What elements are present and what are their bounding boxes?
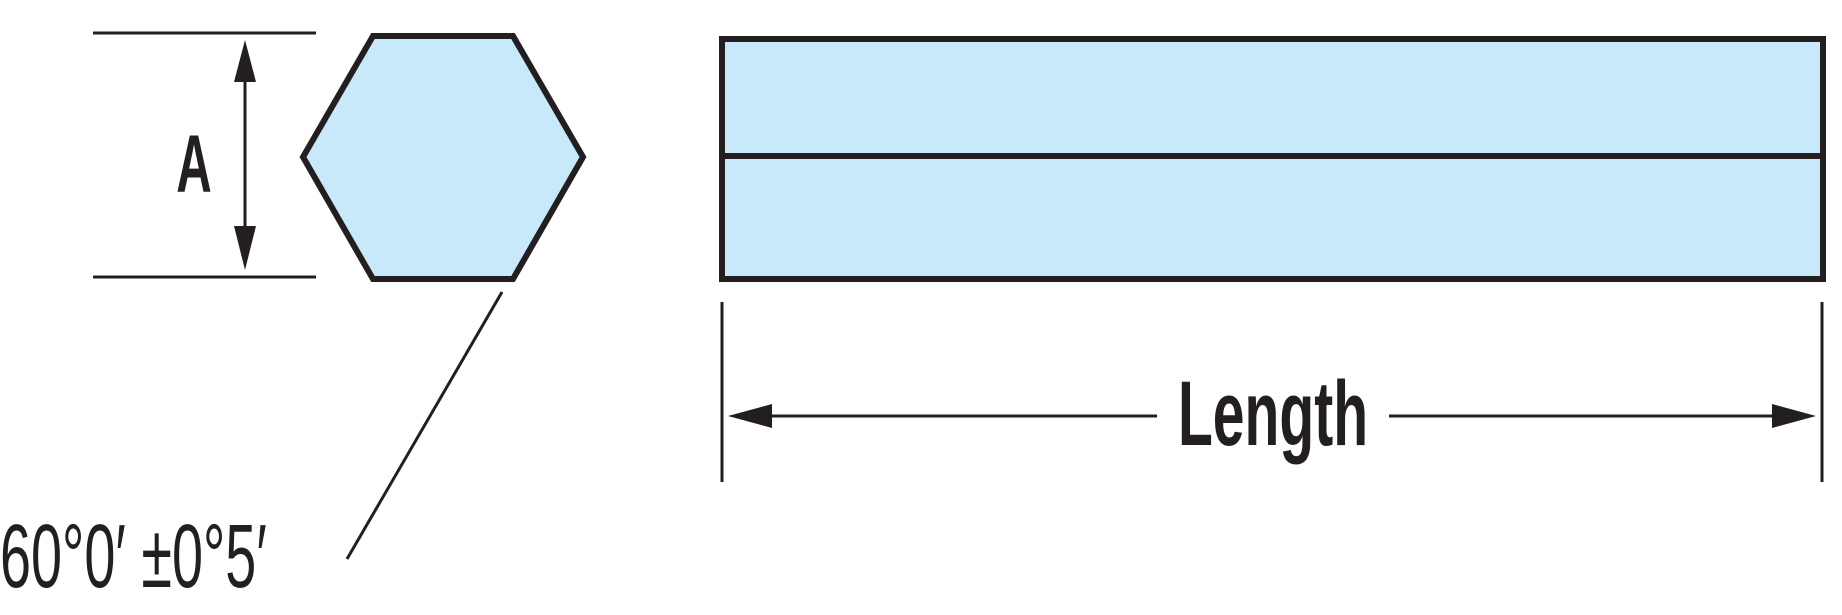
hexagon-end-view	[299, 33, 587, 282]
arrowhead-right	[1772, 404, 1816, 428]
arrowhead-left	[728, 404, 772, 428]
arrowhead-up	[234, 40, 256, 82]
angle-tolerance-label: 60°0′ ±0°5′	[0, 505, 267, 606]
dimension-label-a: A	[176, 119, 212, 210]
angle-leader-line	[345, 291, 504, 560]
length-label: Length	[1178, 363, 1368, 465]
arrowhead-down	[234, 226, 256, 270]
